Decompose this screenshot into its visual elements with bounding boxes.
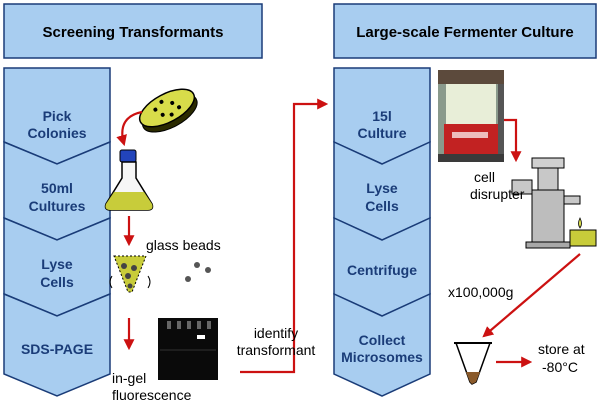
right-step-column: 15l Culture Lyse Cells Centrifuge Collec… <box>333 67 431 397</box>
left-step-2-line2: Cultures <box>29 198 86 214</box>
header-left-title: Screening Transformants <box>43 24 224 41</box>
fermenter-photo <box>438 70 504 162</box>
identify-label-line1: identify <box>254 325 298 341</box>
header-left: Screening Transformants <box>3 3 263 59</box>
speed-label: x100,000g <box>448 284 513 300</box>
cell-disrupter-icon <box>511 157 597 249</box>
in-gel-label-line1: in-gel <box>112 370 146 386</box>
left-step-4-line1: SDS-PAGE <box>21 341 93 357</box>
right-step-2-line2: Cells <box>365 198 399 214</box>
left-step-2-line1: 50ml <box>41 180 73 196</box>
arrow-disrupter-to-tube <box>482 253 581 338</box>
store-label-line1: store at <box>538 341 585 357</box>
right-step-4-line2: Microsomes <box>341 349 423 365</box>
store-label-line2: -80°C <box>542 359 578 375</box>
identify-label-line2: transformant <box>237 342 316 358</box>
left-step-column: Pick Colonies 50ml Cultures Lyse Cells S… <box>3 67 111 397</box>
petri-dish-icon <box>138 88 198 133</box>
lysis-tube-icon <box>109 255 151 293</box>
gel-image <box>158 318 218 380</box>
right-step-1-line2: Culture <box>358 125 407 141</box>
culture-flask-icon <box>104 149 154 211</box>
arrow-dish-to-flask <box>116 110 143 147</box>
left-step-3-line2: Cells <box>40 274 74 290</box>
header-right-title: Large-scale Fermenter Culture <box>356 24 574 41</box>
cell-disrupter-label-line2: disrupter <box>470 186 525 202</box>
right-step-1-line1: 15l <box>372 108 391 124</box>
right-step-4-line1: Collect <box>359 332 406 348</box>
in-gel-label-line2: fluorescence <box>112 387 192 403</box>
left-step-1-line1: Pick <box>43 108 72 124</box>
right-step-2-line1: Lyse <box>366 180 398 196</box>
arrow-identify-to-culture <box>240 98 329 374</box>
left-step-1-line2: Colonies <box>27 125 86 141</box>
header-right: Large-scale Fermenter Culture <box>333 3 597 59</box>
glass-beads-icon <box>185 262 211 282</box>
cell-disrupter-label-line1: cell <box>474 169 495 185</box>
microsome-tube-icon <box>454 342 492 385</box>
left-step-3-line1: Lyse <box>41 256 73 272</box>
arrow-fermenter-to-disrupter <box>504 118 522 163</box>
right-step-3-line1: Centrifuge <box>347 262 417 278</box>
glass-beads-label: glass beads <box>146 237 221 253</box>
